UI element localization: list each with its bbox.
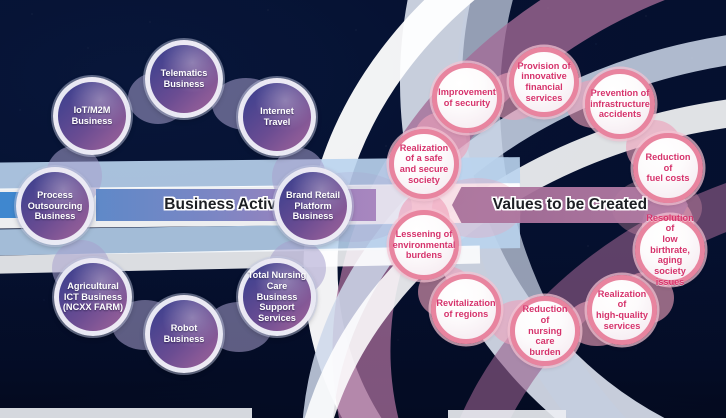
- node-nursing-care-burden[interactable]: Reduction of nursing care burden: [510, 296, 580, 366]
- node-process-outsourcing[interactable]: Process Outsourcing Business: [16, 167, 94, 245]
- node-revitalization-regions-label: Revitalization of regions: [436, 298, 496, 319]
- node-total-nursing-label: Total Nursing Care Business Support Serv…: [247, 270, 307, 323]
- node-brand-retail[interactable]: Brand Retail Platform Business: [274, 167, 352, 245]
- node-revitalization-regions[interactable]: Revitalization of regions: [431, 274, 501, 344]
- node-internet-travel-label: Internet Travel: [260, 106, 294, 127]
- node-agricultural-ict[interactable]: Agricultural ICT Business (NCXX FARM): [54, 258, 132, 336]
- banner-business-activities-label: Business Activities: [164, 196, 308, 213]
- node-reduction-fuel-costs[interactable]: Reduction of fuel costs: [633, 133, 703, 203]
- node-process-outsourcing-label: Process Outsourcing Business: [27, 189, 83, 222]
- node-innovative-financial[interactable]: Provision of innovative financial servic…: [509, 47, 579, 117]
- node-iot-m2m-label: IoT/M2M Business: [71, 105, 113, 126]
- node-nursing-care-burden-label: Reduction of nursing care burden: [522, 304, 568, 357]
- bottom-mid-strip: [448, 410, 566, 418]
- node-low-birthrate[interactable]: Resolution of low birthrate, aging socie…: [635, 212, 705, 287]
- node-reduction-fuel-costs-label: Reduction of fuel costs: [645, 151, 691, 184]
- node-environmental-burdens-label: Lessening of environmental burdens: [392, 228, 456, 261]
- bottom-left-strip: [0, 408, 252, 418]
- node-robot[interactable]: Robot Business: [145, 295, 223, 373]
- node-telematics[interactable]: Telematics Business: [145, 40, 223, 118]
- node-environmental-burdens[interactable]: Lessening of environmental burdens: [389, 210, 459, 280]
- node-robot-label: Robot Business: [163, 323, 205, 344]
- node-improvement-security-label: Improvement of security: [438, 87, 496, 108]
- node-innovative-financial-label: Provision of innovative financial servic…: [517, 60, 571, 103]
- node-high-quality-services[interactable]: Realization of high-quality services: [587, 275, 657, 345]
- node-high-quality-services-label: Realization of high-quality services: [595, 288, 649, 331]
- node-improvement-security[interactable]: Improvement of security: [432, 63, 502, 133]
- node-telematics-label: Telematics Business: [160, 68, 208, 89]
- node-prevention-infrastructure-label: Prevention of infrastructure accidents: [590, 87, 650, 120]
- node-internet-travel[interactable]: Internet Travel: [238, 78, 316, 156]
- node-safe-secure-society[interactable]: Realization of a safe and secure society: [389, 129, 459, 199]
- node-prevention-infrastructure[interactable]: Prevention of infrastructure accidents: [585, 69, 655, 139]
- node-agricultural-ict-label: Agricultural ICT Business (NCXX FARM): [62, 280, 124, 313]
- banner-values-to-be-created-label: Values to be Created: [492, 196, 648, 213]
- node-total-nursing[interactable]: Total Nursing Care Business Support Serv…: [238, 258, 316, 336]
- node-low-birthrate-label: Resolution of low birthrate, aging socie…: [646, 212, 694, 287]
- node-safe-secure-society-label: Realization of a safe and secure society: [399, 142, 449, 185]
- node-iot-m2m[interactable]: IoT/M2M Business: [53, 77, 131, 155]
- node-brand-retail-label: Brand Retail Platform Business: [285, 189, 341, 222]
